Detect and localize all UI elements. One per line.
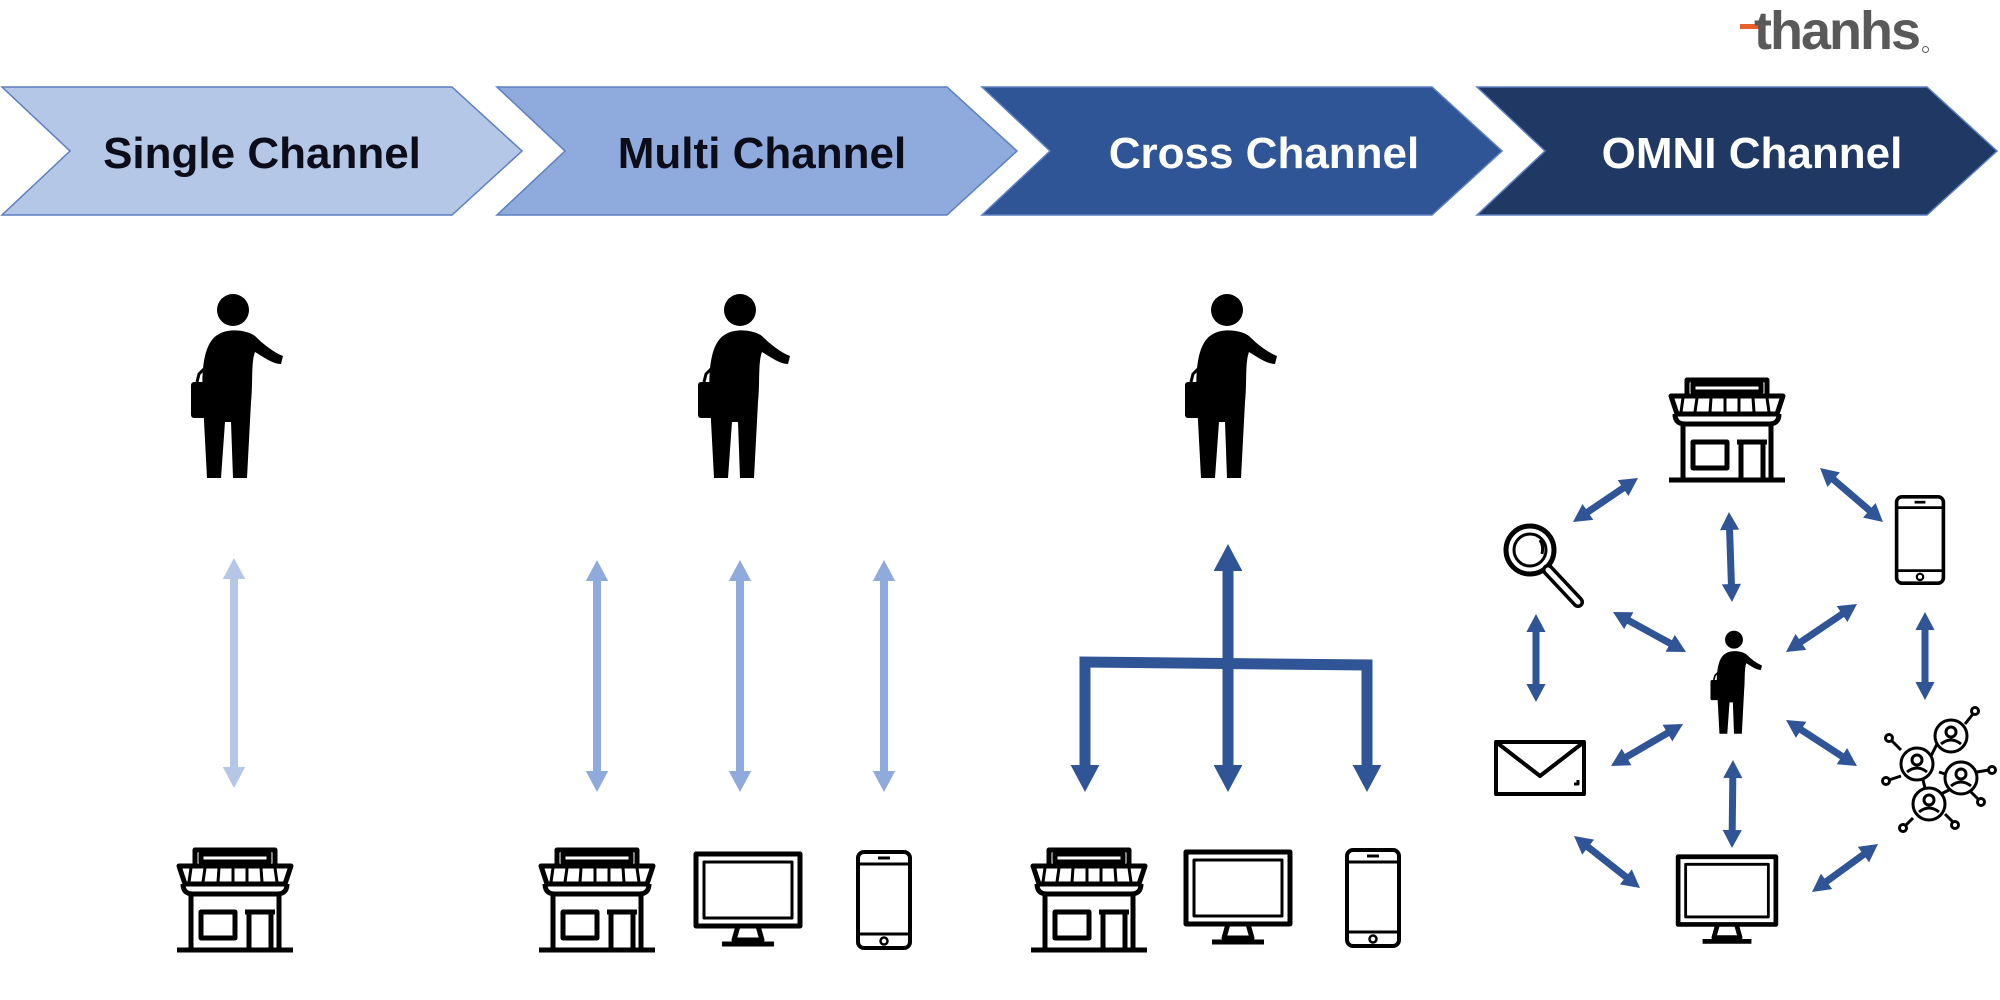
arrowhead [1915, 682, 1935, 700]
arrowhead [1820, 468, 1840, 488]
social-network-icon [1881, 706, 1997, 833]
arrowhead [222, 767, 246, 788]
multi-channel-panel [539, 292, 912, 950]
arrow-shaft [1796, 609, 1847, 647]
smartphone-icon [856, 850, 912, 950]
stage-label: Cross Channel [1109, 129, 1420, 178]
customer-icon [1183, 292, 1279, 480]
arrowhead [1915, 612, 1935, 630]
arrow-shaft [1829, 475, 1874, 515]
stage-omni-channel: OMNI Channel [1475, 86, 1999, 216]
arrowhead [1812, 873, 1833, 892]
customer-icon [696, 292, 792, 480]
arrow-shaft [1583, 483, 1628, 517]
stage-multi-channel: Multi Channel [495, 86, 1019, 216]
arrow-shaft [1622, 728, 1672, 762]
arrow-shaft [1584, 842, 1630, 882]
store-icon [539, 850, 655, 950]
arrowhead [728, 771, 752, 792]
logo-wordmark: thanhs [1754, 1, 1921, 61]
arrowhead [1836, 748, 1857, 766]
store-icon [177, 850, 293, 950]
cross-arrows [1070, 544, 1382, 792]
arrowhead [1611, 748, 1632, 766]
desktop-computer-icon [1186, 852, 1290, 942]
envelope-icon [1494, 740, 1586, 796]
arrowhead [1573, 503, 1594, 522]
arrowhead [1613, 612, 1634, 630]
stage-label: Multi Channel [618, 129, 906, 178]
customer-icon [189, 292, 285, 480]
arrowhead [1213, 765, 1243, 792]
desktop-computer-icon [696, 854, 800, 944]
arrowhead [872, 560, 896, 581]
arrowhead [728, 560, 752, 581]
logo-dash [1740, 24, 1762, 29]
arrowhead [1857, 844, 1878, 863]
smartphone-icon [1345, 848, 1401, 948]
brand-logo: thanhs [1738, 1, 1938, 66]
arrowhead [1662, 724, 1683, 742]
store-icon [1031, 850, 1147, 950]
arrow-shaft [1726, 527, 1735, 587]
chevron-shape [0, 86, 524, 216]
arrowhead [585, 771, 609, 792]
arrowhead [1213, 544, 1243, 571]
arrowhead [1723, 760, 1743, 779]
arrow-shaft [1728, 775, 1737, 833]
arrowhead [1070, 765, 1100, 792]
arrowhead [872, 771, 896, 792]
desktop-computer-icon [1678, 857, 1776, 942]
arrowhead [222, 558, 246, 579]
arrowhead [1720, 512, 1740, 531]
arrowhead [1721, 583, 1741, 602]
single-channel-panel [177, 292, 293, 950]
chevron-shape [1475, 86, 1999, 216]
arrow-shaft [1822, 850, 1868, 886]
stage-cross-channel: Cross Channel [980, 86, 1504, 216]
single-arrows [222, 558, 246, 788]
arrowhead [1722, 829, 1742, 848]
arrowhead [1574, 836, 1595, 855]
logo-registered-dot [1922, 46, 1929, 53]
arrowhead [1619, 869, 1640, 888]
chevron-shape [495, 86, 1019, 216]
cross-channel-panel [1031, 292, 1401, 950]
omni-channel-panel [1494, 380, 1997, 942]
smartphone-icon [1894, 494, 1946, 586]
arrow-shaft [1624, 616, 1675, 648]
arrowhead [1786, 633, 1807, 652]
store-icon [1669, 380, 1785, 480]
branch-line [1079, 656, 1373, 772]
multi-arrows [585, 560, 896, 792]
stage-single-channel: Single Channel [0, 86, 524, 216]
chevron-shape [980, 86, 1504, 216]
arrowhead [1665, 634, 1686, 652]
customer-icon [1709, 629, 1763, 735]
arrowhead [1863, 502, 1883, 522]
arrowhead [1352, 765, 1382, 792]
omni-arrows [1526, 468, 1935, 892]
arrowhead [1617, 478, 1638, 497]
arrow-shaft [1797, 725, 1846, 761]
magnifier-icon [1506, 526, 1578, 602]
stage-label: OMNI Channel [1602, 129, 1903, 178]
arrowhead [1526, 614, 1546, 632]
arrowhead [1786, 720, 1807, 738]
stage-label: Single Channel [103, 129, 421, 178]
arrowhead [1526, 684, 1546, 702]
arrowhead [1836, 604, 1857, 623]
arrowhead [585, 560, 609, 581]
channel-stages-banner: Single Channel Multi Channel Cross Chann… [0, 86, 1999, 216]
